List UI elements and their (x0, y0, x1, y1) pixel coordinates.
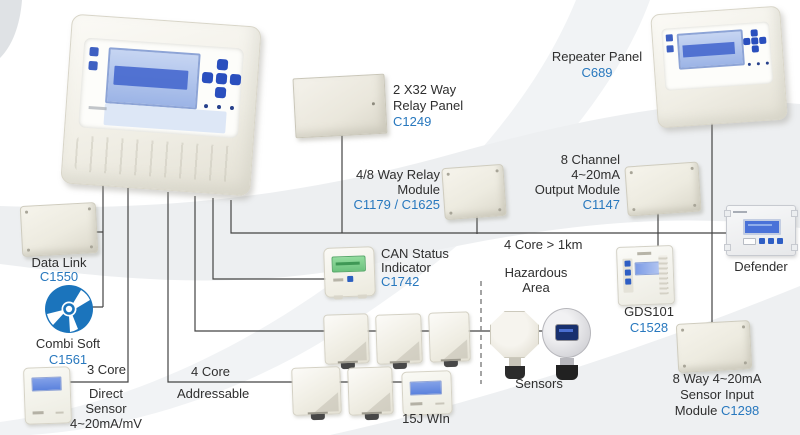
repeater-panel-code: C689 (581, 65, 613, 80)
can-button-icon (347, 275, 354, 283)
flameproof-sensor-display-image (542, 308, 591, 380)
defender-lcd-display (743, 219, 781, 235)
panel-nav-buttons-icon (201, 58, 244, 101)
gds101-label: GDS101 C1528 (614, 304, 684, 336)
relay-panel-code: C1249 (393, 114, 432, 129)
addressable-sensor-image (347, 366, 394, 421)
cabinet-keyhole (371, 102, 376, 106)
gds-logo (637, 251, 652, 256)
repeater-function-buttons-icon (666, 34, 674, 52)
repeater-status-leds-icon (747, 61, 778, 67)
repeater-lcd-display (676, 29, 745, 70)
hazardous-area-label: Hazardous Area (504, 265, 568, 295)
repeater-panel-image (650, 5, 788, 129)
win15j-label: 15J WIn (402, 411, 450, 426)
sensor-input-module-code: C1298 (720, 403, 760, 418)
addressable-sensor-image (323, 313, 370, 370)
device-lcd-display (409, 380, 442, 396)
sensor-head (490, 311, 539, 358)
sensor-input-module-label: 8 Way 4~20mA Sensor Input Module C1298 (672, 371, 762, 418)
sensors-label: Sensors (515, 376, 563, 391)
output-module-code: C1147 (582, 197, 620, 212)
cable-4core-label: 4 Core (191, 364, 231, 379)
defender-logo (733, 211, 747, 213)
cable-3core-label: 3 Core (86, 362, 126, 377)
sensor-gas-cap (504, 366, 525, 379)
panel-brand-logo (88, 105, 107, 111)
sensor-gas-cap (555, 365, 578, 380)
can-green-lcd (331, 255, 366, 273)
direct-sensor-label: Direct Sensor 4~20mA/mV (70, 386, 142, 431)
data-link-label: Data Link C1550 (24, 256, 94, 284)
can-label-text (333, 278, 344, 282)
can-status-indicator-image (323, 246, 376, 300)
gds101-image (615, 245, 676, 306)
panel-function-buttons-icon (88, 47, 99, 72)
relay-module-label: 4/8 Way Relay Module C1179 / C1625 (338, 167, 441, 212)
can-status-label: CAN Status Indicator C1742 (381, 247, 465, 289)
gds-vent-grille (658, 255, 669, 295)
sensor-input-module-box-image (675, 320, 753, 373)
addressable-sensor-image (428, 311, 471, 368)
cable-4core-addressable-label: Addressable (177, 386, 250, 401)
gds-led-column-icon (622, 258, 634, 293)
defender-label: Defender (734, 259, 788, 274)
output-module-label: 8 Channel 4~20mA Output Module C1147 (518, 152, 620, 212)
relay-module-box-image (441, 163, 507, 221)
panel-vents (74, 135, 241, 183)
repeater-panel-title: Repeater Panel (551, 49, 643, 64)
relay-panel-label: 2 X32 Way Relay Panel C1249 (393, 82, 485, 130)
gds101-code: C1528 (629, 320, 669, 335)
defender-buttons-icon (743, 238, 783, 245)
data-link-code: C1550 (39, 269, 79, 284)
addressable-sensor-image (291, 366, 342, 421)
device-lcd-display (31, 376, 62, 392)
combi-soft-cd-icon (44, 284, 94, 334)
combi-soft-code: C1561 (48, 352, 88, 367)
data-link-box-image (19, 202, 99, 257)
panel-lcd-display (104, 47, 201, 110)
repeater-faceplate (661, 21, 774, 91)
cable-4core-1km-label: 4 Core > 1km (504, 237, 583, 252)
flameproof-sensor-image (490, 311, 539, 379)
relay-module-code: C1179 / C1625 (353, 197, 441, 212)
main-control-panel-image (60, 13, 262, 197)
can-status-code: C1742 (381, 274, 420, 289)
repeater-nav-buttons-icon (742, 29, 768, 55)
output-module-box-image (624, 161, 702, 217)
sensor-display-window (555, 324, 579, 341)
repeater-panel-label: Repeater Panel C689 (540, 49, 654, 81)
panel-faceplate (78, 37, 245, 139)
win15j-device-image (401, 370, 453, 416)
sensor-head (542, 308, 591, 358)
combi-soft-label: Combi Soft C1561 (22, 336, 114, 368)
defender-image (724, 205, 798, 256)
relay-panel-cabinet-image (292, 73, 388, 139)
addressable-sensor-image (375, 313, 423, 370)
